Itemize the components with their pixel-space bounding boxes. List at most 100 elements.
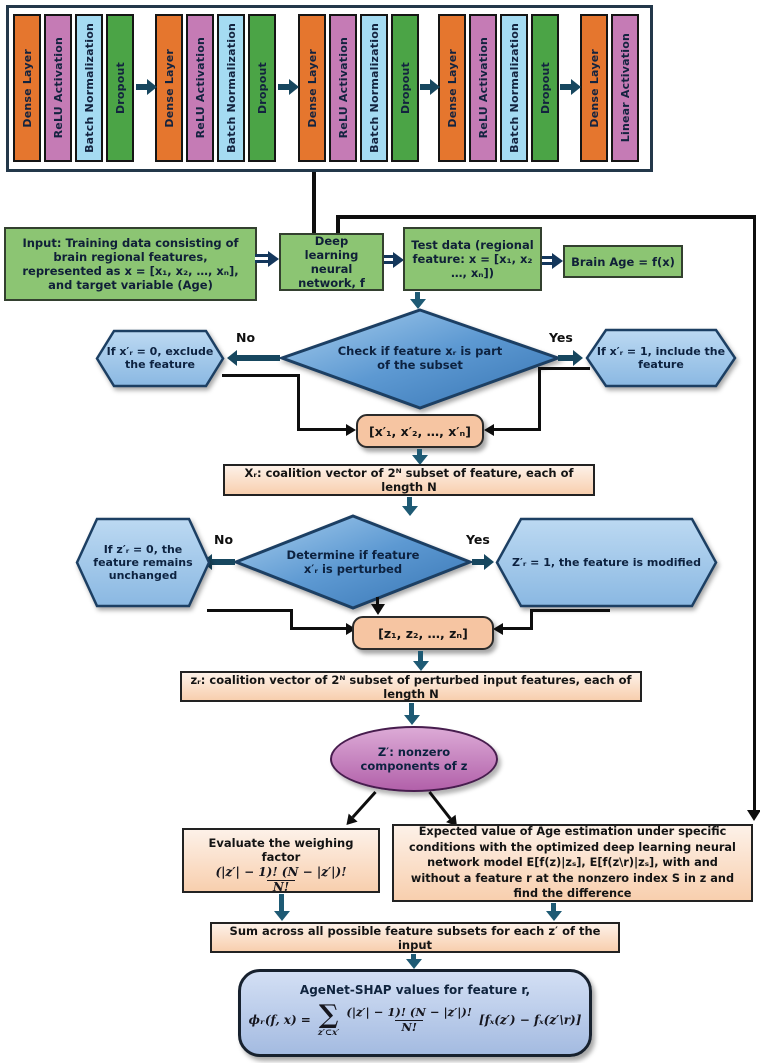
brain-age-box: Brain Age = f(x) <box>563 245 683 278</box>
sigma-subscript: z′⊂x′ <box>317 1027 340 1038</box>
exclude-feature-text: If x′ᵣ = 0, exclude the feature <box>106 345 214 371</box>
layer-label: ReLU Activation <box>193 37 207 139</box>
dense-layer-bar: Dense Layer <box>580 14 608 162</box>
modified-feature-text: Z′ᵣ = 1, the feature is modified <box>511 555 702 569</box>
x-vector-text: [x′₁, x′₂, …, x′ₙ] <box>369 423 471 439</box>
arrow-test-to-brainage <box>542 256 552 265</box>
decision2-diamond <box>231 514 475 610</box>
dense-layer-bar: Dense Layer <box>298 14 326 162</box>
deep-learning-model-text: Deep learning neural network, f <box>298 234 365 290</box>
arrow-decision2-no <box>212 559 235 565</box>
connector-no1-h <box>222 374 300 377</box>
dropout-bar: Dropout <box>391 14 419 162</box>
arrow-test-to-decision1 <box>415 292 420 299</box>
x-vector-box: [x′₁, x′₂, …, x′ₙ] <box>356 414 484 448</box>
layer-label: Dense Layer <box>587 48 601 128</box>
relu-bar: ReLU Activation <box>469 14 497 162</box>
nonzero-components-ellipse <box>330 726 498 792</box>
connector-no2-v <box>290 609 293 630</box>
unchanged-feature-text: If z′ᵣ = 0, the feature remains unchange… <box>93 542 193 582</box>
layer-label: Dropout <box>255 61 269 115</box>
sigma-symbol: ∑ <box>318 1000 339 1030</box>
decision1-question: Check if feature xᵣ is part of the subse… <box>337 344 503 372</box>
connector-no2-arrowhead <box>346 622 356 635</box>
arrow-xvector-to-coalition1 <box>417 449 422 455</box>
coalition-vector2-text: zᵣ: coalition vector of 2ᴺ subset of per… <box>190 672 632 701</box>
shap-fraction-denominator: N! <box>395 1019 423 1034</box>
connector-no1-arrowhead <box>346 423 356 436</box>
include-feature-hexagon <box>585 328 737 388</box>
shap-formula-rhs: [fₓ(z′) − fₓ(z′\r)] <box>478 1013 582 1028</box>
dense-layer-bar: Dense Layer <box>155 14 183 162</box>
layer-label: Dropout <box>113 61 127 115</box>
arrow-group3-group4 <box>420 84 430 90</box>
coalition-vector1-text: Xᵣ: coalition vector of 2ᴺ subset of fea… <box>244 466 574 494</box>
layer-label: Dense Layer <box>20 48 34 128</box>
relu-bar: ReLU Activation <box>186 14 214 162</box>
linear-activation-bar: Linear Activation <box>611 14 639 162</box>
decision2-no-label: No <box>214 532 234 547</box>
shap-formula-lhs: ϕᵣ(f, x) = <box>248 1013 311 1028</box>
sum-box: Sum across all possible feature subsets … <box>210 922 620 953</box>
arrow-weighing-to-sum <box>279 894 284 911</box>
nonzero-components-text: Z′: nonzero components of z <box>360 745 468 773</box>
arrow-decision2-down-head <box>371 604 385 615</box>
input-box-text: Input: Training data consisting of brain… <box>22 236 239 292</box>
layer-label: ReLU Activation <box>51 37 65 139</box>
connector-no1-v <box>297 374 300 431</box>
arrow-decision2-yes <box>472 559 484 565</box>
batchnorm-bar: Batch Normalization <box>217 14 245 162</box>
weighing-fraction-denominator: N! <box>266 879 296 895</box>
deep-learning-model-box: Deep learning neural network, f <box>279 233 384 291</box>
weighing-fraction-numerator: (|z′| − 1)! (N − |z′|)! <box>215 865 347 879</box>
modified-feature-hexagon <box>495 517 718 608</box>
connector-yes2-arrowhead <box>493 622 503 635</box>
decision1-diamond <box>277 308 563 410</box>
shap-formula-sigma: ∑ z′⊂x′ <box>317 1000 340 1038</box>
dropout-bar: Dropout <box>106 14 134 162</box>
connector-no1-in <box>297 428 347 431</box>
z-vector-text: [z₁, z₂, …, zₙ] <box>378 625 468 641</box>
arrow-coalition2-to-ellipse <box>409 703 414 715</box>
weighing-factor-fraction: (|z′| − 1)! (N − |z′|)! N! <box>215 865 347 895</box>
decision1-yes-label: Yes <box>549 330 573 345</box>
weighing-factor-title: Evaluate the weighing factor <box>208 836 354 864</box>
feedback-line-up <box>336 216 340 233</box>
shap-fraction-numerator: (|z′| − 1)! (N − |z′|)! <box>346 1005 472 1020</box>
feedback-arrowhead <box>747 810 760 821</box>
arrow-zvector-to-coalition2 <box>418 651 423 661</box>
line-architecture-to-model <box>312 172 316 233</box>
layer-label: Linear Activation <box>618 33 632 143</box>
connector-yes1-in <box>490 428 540 431</box>
layer-label: ReLU Activation <box>336 37 350 139</box>
arrow-coalition1-to-decision2 <box>407 497 412 506</box>
test-data-text: Test data (regional feature: x = [x₁, x₂… <box>411 238 534 280</box>
layer-label: Batch Normalization <box>224 23 238 153</box>
connector-yes2-h <box>530 609 610 612</box>
weighing-factor-box: Evaluate the weighing factor (|z′| − 1)!… <box>182 828 380 895</box>
connector-no2-h <box>207 609 293 612</box>
batchnorm-bar: Batch Normalization <box>75 14 103 162</box>
decision2-yes-label: Yes <box>466 532 490 547</box>
connector-yes1-v <box>538 367 541 431</box>
arrow-ellipse-to-weighing <box>351 790 377 819</box>
arrow-decision1-no <box>237 355 280 361</box>
decision2-question: Determine if feature x′ᵣ is perturbed <box>286 548 420 576</box>
layer-label: Dense Layer <box>305 48 319 128</box>
agenet-shap-title: AgeNet-SHAP values for feature r, <box>299 983 531 997</box>
arrow-input-to-model <box>255 254 268 263</box>
layer-label: Dropout <box>538 61 552 115</box>
layer-label: Dense Layer <box>162 48 176 128</box>
batchnorm-bar: Batch Normalization <box>500 14 528 162</box>
brain-age-text: Brain Age = f(x) <box>571 254 675 269</box>
arrow-group1-group2 <box>136 84 147 90</box>
arrow-group4-group5 <box>560 84 571 90</box>
agenet-shap-box: AgeNet-SHAP values for feature r, ϕᵣ(f, … <box>238 969 592 1057</box>
arrow-decision2-down <box>376 597 379 605</box>
include-feature-text: If x′ᵣ = 1, include the feature <box>596 345 726 371</box>
connector-yes1-h <box>538 367 590 370</box>
layer-label: Dropout <box>398 61 412 115</box>
expected-value-text: Expected value of Age estimation under s… <box>409 825 736 901</box>
layer-label: Batch Normalization <box>507 23 521 153</box>
connector-yes1-arrowhead <box>484 423 494 436</box>
